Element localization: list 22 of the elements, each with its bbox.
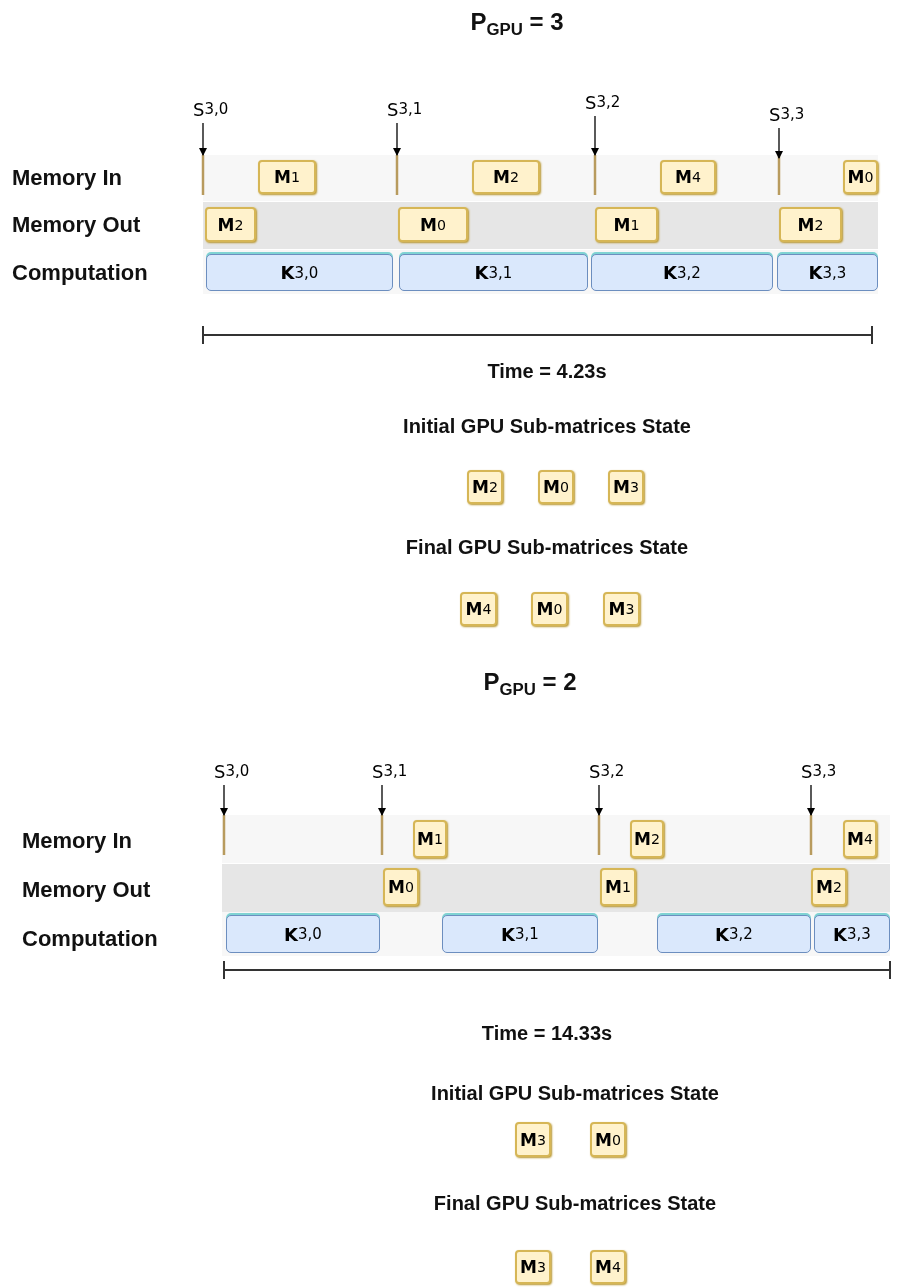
arrow	[807, 784, 815, 816]
section-heading: Final GPU Sub-matrices State	[433, 1192, 717, 1215]
arrow	[199, 122, 207, 156]
row-label: Memory In	[12, 165, 123, 191]
row-label: Memory Out	[22, 877, 151, 903]
arrow	[595, 784, 603, 816]
heading: P$_{GPU}$ = 2	[483, 668, 577, 701]
arrow	[393, 122, 401, 156]
section-heading: Final GPU Sub-matrices State	[405, 536, 689, 559]
row-label: Memory Out	[12, 212, 141, 238]
arrow	[220, 784, 228, 816]
section-heading: Initial GPU Sub-matrices State	[403, 415, 691, 438]
duration-label: Time = 14.33s	[481, 1022, 613, 1045]
section-heading: Initial GPU Sub-matrices State	[431, 1082, 719, 1105]
row-label: Memory In	[22, 828, 133, 854]
row-label: Computation	[22, 926, 158, 952]
arrow	[591, 115, 599, 156]
heading: P$_{GPU}$ = 3	[470, 8, 564, 41]
duration-label: Time = 4.23s	[487, 360, 607, 383]
row-label: Computation	[12, 260, 148, 286]
arrow	[378, 784, 386, 816]
arrow	[775, 127, 783, 159]
